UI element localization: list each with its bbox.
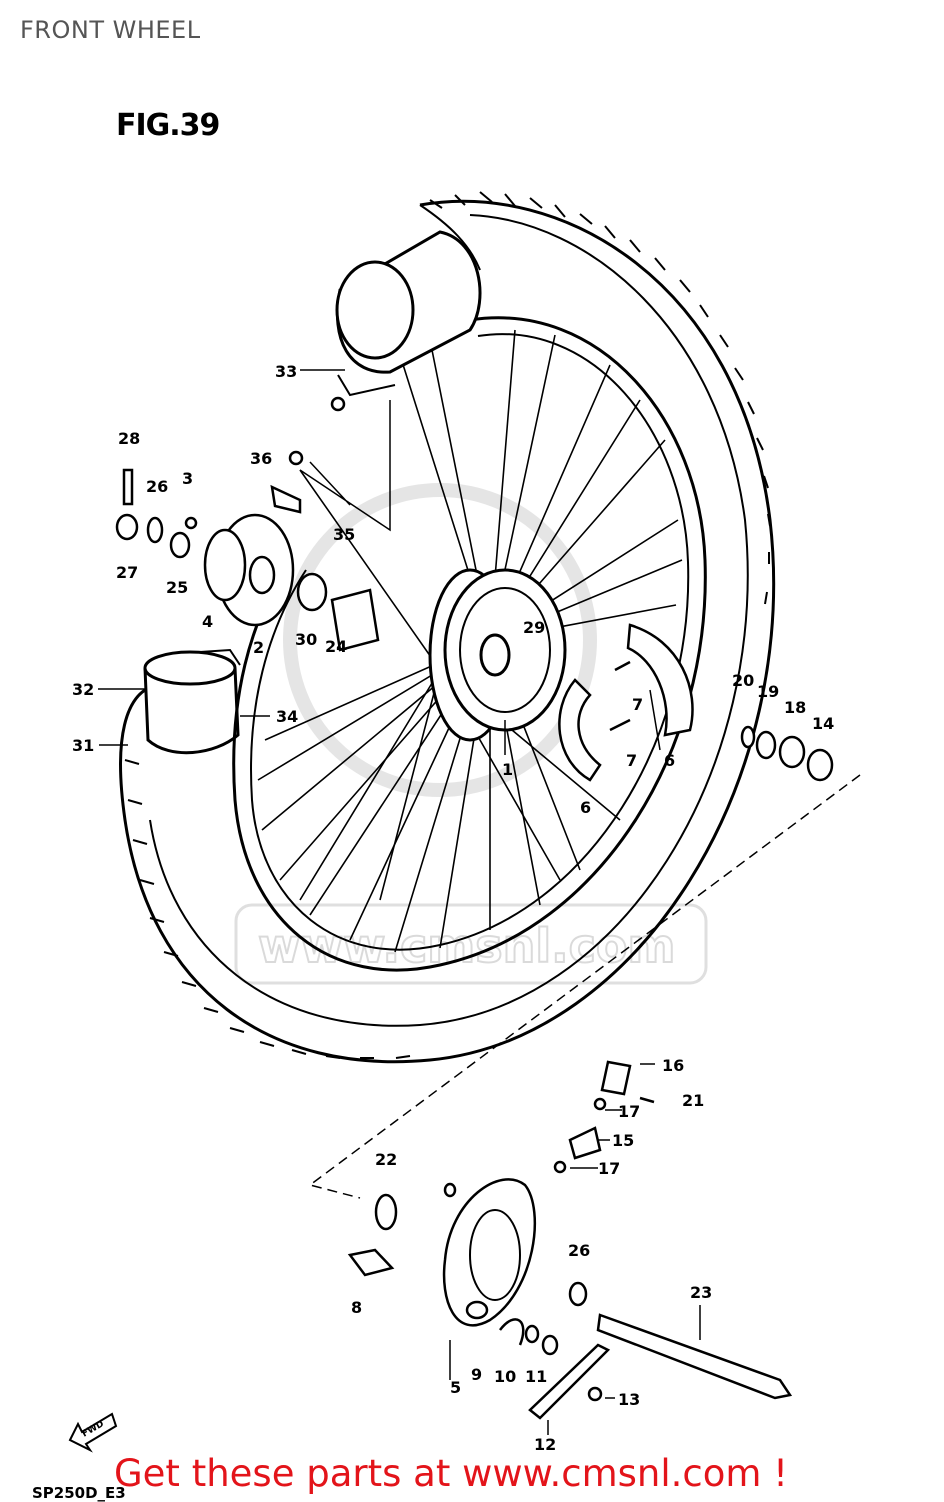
- rim-tape: [335, 230, 482, 397]
- callout-labels: 33 28 36 26 3 35 27 25 4 2 30 24 29 32 3…: [72, 362, 834, 1454]
- right-washers: [740, 725, 834, 782]
- callout-9: 9: [471, 1365, 482, 1384]
- callout-29: 29: [523, 618, 545, 637]
- callout-4: 4: [202, 612, 213, 631]
- callout-26: 26: [146, 477, 168, 496]
- brake-panel: [442, 1178, 537, 1327]
- callout-2: 2: [253, 638, 264, 657]
- callout-20: 20: [732, 671, 754, 690]
- hub: [428, 568, 567, 742]
- callout-1: 1: [502, 760, 513, 779]
- callout-35: 35: [333, 525, 355, 544]
- rim: [232, 316, 707, 972]
- callout-28: 28: [118, 429, 140, 448]
- callout-7: 7: [632, 695, 643, 714]
- callout-10: 10: [494, 1367, 516, 1386]
- callout-3: 3: [182, 469, 193, 488]
- callout-23: 23: [690, 1283, 712, 1302]
- figure-label: FIG.39: [116, 108, 220, 143]
- callout-14: 14: [812, 714, 834, 733]
- callout-31: 31: [72, 736, 94, 755]
- callout-27: 27: [116, 563, 138, 582]
- callout-7b: 7: [626, 751, 637, 770]
- brake-shoes: [558, 623, 694, 782]
- page-title: FRONT WHEEL: [20, 16, 201, 44]
- callout-25: 25: [166, 578, 188, 597]
- callout-34: 34: [276, 707, 298, 726]
- callout-16: 16: [662, 1056, 684, 1075]
- callout-32: 32: [72, 680, 94, 699]
- callout-24: 24: [325, 637, 347, 656]
- watermark-text: www.cmsnl.com: [258, 919, 675, 973]
- callout-19: 19: [757, 682, 779, 701]
- callout-30: 30: [295, 630, 317, 649]
- leader-lines: [98, 369, 701, 1435]
- watermark: www.cmsnl.com: [234, 483, 708, 985]
- fwd-arrow: FWD: [68, 1412, 118, 1453]
- callout-26b: 26: [568, 1241, 590, 1260]
- callout-33: 33: [275, 362, 297, 381]
- promo-banner[interactable]: Get these parts at www.cmsnl.com !: [114, 1452, 789, 1495]
- tyre: [119, 191, 776, 1064]
- callout-5: 5: [450, 1378, 461, 1397]
- callout-22: 22: [375, 1150, 397, 1169]
- callout-6: 6: [664, 751, 675, 770]
- callout-8: 8: [351, 1298, 362, 1317]
- model-code: SP250D_E3: [32, 1484, 126, 1502]
- tube: [143, 648, 241, 755]
- lower-parts: [347, 1060, 793, 1420]
- callout-17b: 17: [598, 1159, 620, 1178]
- callout-6b: 6: [580, 798, 591, 817]
- callout-13: 13: [618, 1390, 640, 1409]
- callout-36: 36: [250, 449, 272, 468]
- axle-line: [308, 774, 861, 1199]
- small-parts-left: [115, 396, 380, 652]
- callout-12: 12: [534, 1435, 556, 1454]
- callout-15: 15: [612, 1131, 634, 1150]
- callout-11: 11: [525, 1367, 547, 1386]
- spokes: [257, 329, 683, 953]
- callout-17: 17: [618, 1102, 640, 1121]
- brake-disc: [203, 513, 295, 627]
- callout-18: 18: [784, 698, 806, 717]
- callout-21: 21: [682, 1091, 704, 1110]
